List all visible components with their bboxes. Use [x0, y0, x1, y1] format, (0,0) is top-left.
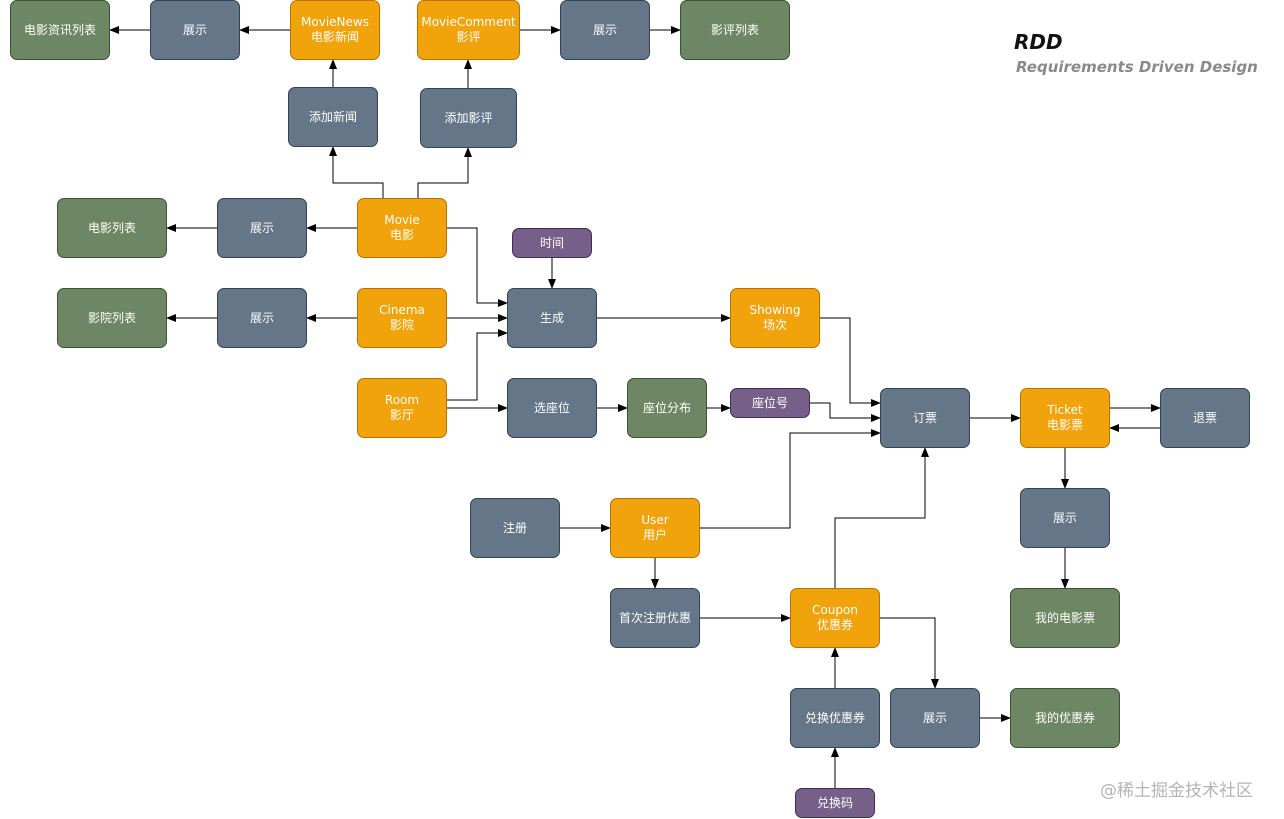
node-label-line: 首次注册优惠	[618, 610, 691, 625]
watermark: @稀土掘金技术社区	[1100, 781, 1253, 801]
node-label-line: 注册	[502, 520, 527, 535]
node-select-seat: 选座位	[507, 378, 597, 438]
edge-movie-to-add-news	[329, 146, 384, 198]
edge-user-to-order	[700, 429, 881, 529]
node-label-line: 展示	[249, 220, 274, 235]
node-label-line: Showing	[749, 303, 801, 317]
node-label-line: 选座位	[533, 400, 570, 415]
edge-room-to-generate	[447, 329, 508, 401]
node-label-line: 展示	[1052, 510, 1077, 525]
node-cinema-list: 影院列表	[57, 288, 167, 348]
node-label-line: 订票	[912, 410, 937, 425]
node-label-line: 我的优惠券	[1034, 710, 1095, 725]
edge-movie-to-generate	[447, 227, 508, 307]
node-redeem-code: 兑换码	[795, 788, 875, 818]
node-label-line: 电影资讯列表	[23, 22, 96, 37]
node-label-line: 展示	[922, 710, 947, 725]
node-label-line: 展示	[249, 310, 274, 325]
node-label-line: 座位号	[751, 395, 788, 410]
node-label-line: 电影	[389, 228, 414, 242]
node-label-line: 展示	[182, 22, 207, 37]
node-label-line: 用户	[642, 528, 667, 542]
node-coupon-display: 展示	[890, 688, 980, 748]
node-add-news: 添加新闻	[288, 87, 378, 147]
node-comment-display: 展示	[560, 0, 650, 60]
node-my-coupons: 我的优惠券	[1010, 688, 1120, 748]
node-label-line: Cinema	[379, 303, 425, 317]
node-label-line: 优惠券	[816, 618, 853, 632]
node-label-line: 兑换优惠券	[804, 710, 865, 725]
node-register: 注册	[470, 498, 560, 558]
node-first-register-discount: 首次注册优惠	[610, 588, 700, 648]
node-generate: 生成	[507, 288, 597, 348]
edge-coupon-to-display	[880, 617, 939, 689]
edge-coupon-to-order	[834, 447, 929, 588]
node-label-line: 兑换码	[816, 795, 853, 810]
node-label-line: Room	[384, 393, 420, 407]
node-label-line: Ticket	[1047, 403, 1083, 417]
node-refund: 退票	[1160, 388, 1250, 448]
edge-seat-no-to-order	[810, 402, 881, 422]
node-movie-list: 电影列表	[57, 198, 167, 258]
diagram-subtitle: Requirements Driven Design	[1016, 58, 1258, 76]
node-time: 时间	[512, 228, 592, 258]
node-label-line: User	[641, 513, 669, 527]
node-label-line: 我的电影票	[1034, 610, 1095, 625]
node-label-line: Movie	[384, 213, 420, 227]
node-add-comment: 添加影评	[420, 88, 517, 148]
node-movie-display: 展示	[217, 198, 307, 258]
node-seat-no: 座位号	[730, 388, 810, 418]
edge-movie-to-add-comment	[417, 147, 472, 198]
node-redeem-coupon: 兑换优惠券	[790, 688, 880, 748]
diagram-title: RDD	[1014, 30, 1063, 54]
node-label-line: 座位分布	[642, 400, 691, 415]
node-label-line: 影厅	[389, 408, 414, 422]
node-label-line: 影院	[389, 318, 414, 332]
node-label-line: 电影列表	[87, 220, 136, 235]
node-label-line: 电影新闻	[310, 30, 359, 44]
node-news-list: 电影资讯列表	[10, 0, 110, 60]
node-label-line: 展示	[592, 22, 617, 37]
node-label-line: MovieNews	[301, 15, 369, 29]
node-seat-layout: 座位分布	[627, 378, 707, 438]
node-label-line: 影评列表	[710, 22, 759, 37]
node-label-line: 添加新闻	[308, 109, 357, 124]
node-label-line: 退票	[1192, 410, 1217, 425]
node-ticket-display: 展示	[1020, 488, 1110, 548]
node-label-line: 电影票	[1046, 418, 1083, 432]
node-news-display: 展示	[150, 0, 240, 60]
edge-showing-to-order	[820, 317, 881, 407]
node-label-line: 影院列表	[87, 310, 136, 325]
node-label-line: 生成	[539, 310, 564, 325]
node-label-line: 场次	[762, 318, 787, 332]
node-label-line: Coupon	[812, 603, 858, 617]
node-label-line: 时间	[539, 235, 564, 250]
node-my-tickets: 我的电影票	[1010, 588, 1120, 648]
node-order: 订票	[880, 388, 970, 448]
node-label-line: 添加影评	[444, 110, 493, 125]
node-comment-list: 影评列表	[680, 0, 790, 60]
node-label-line: 影评	[456, 30, 481, 44]
node-cinema-display: 展示	[217, 288, 307, 348]
node-label-line: MovieComment	[421, 15, 516, 29]
